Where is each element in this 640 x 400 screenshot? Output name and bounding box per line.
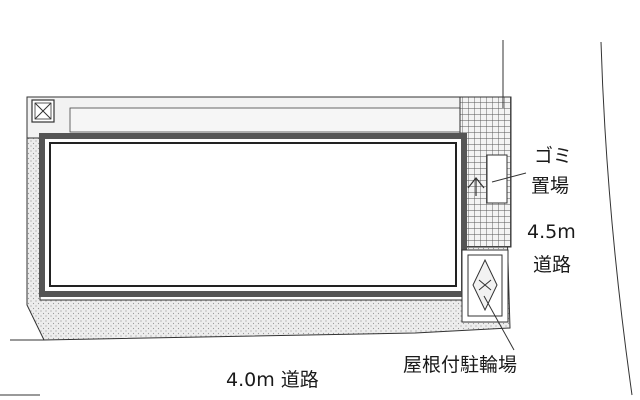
garbage-area-box <box>486 154 508 204</box>
east-road-width-label: 4.5m <box>527 221 576 243</box>
box-x-icon <box>31 99 55 123</box>
top-walkway-inner <box>69 107 461 133</box>
garbage-label-line1: ゴミ <box>534 145 572 167</box>
small-arrow-icon <box>467 177 485 196</box>
diamond-x-icon <box>467 254 503 317</box>
south-road-label: 4.0m 道路 <box>226 369 319 391</box>
garbage-label-line2: 置場 <box>531 175 569 197</box>
garbage-leader-line <box>491 172 527 183</box>
east-road-name-label: 道路 <box>533 254 571 276</box>
east-road-edge <box>600 41 633 396</box>
bicycle-parking-label: 屋根付駐輪場 <box>403 354 517 376</box>
bicycle-leader-line <box>483 295 515 351</box>
building-inner <box>49 142 457 287</box>
